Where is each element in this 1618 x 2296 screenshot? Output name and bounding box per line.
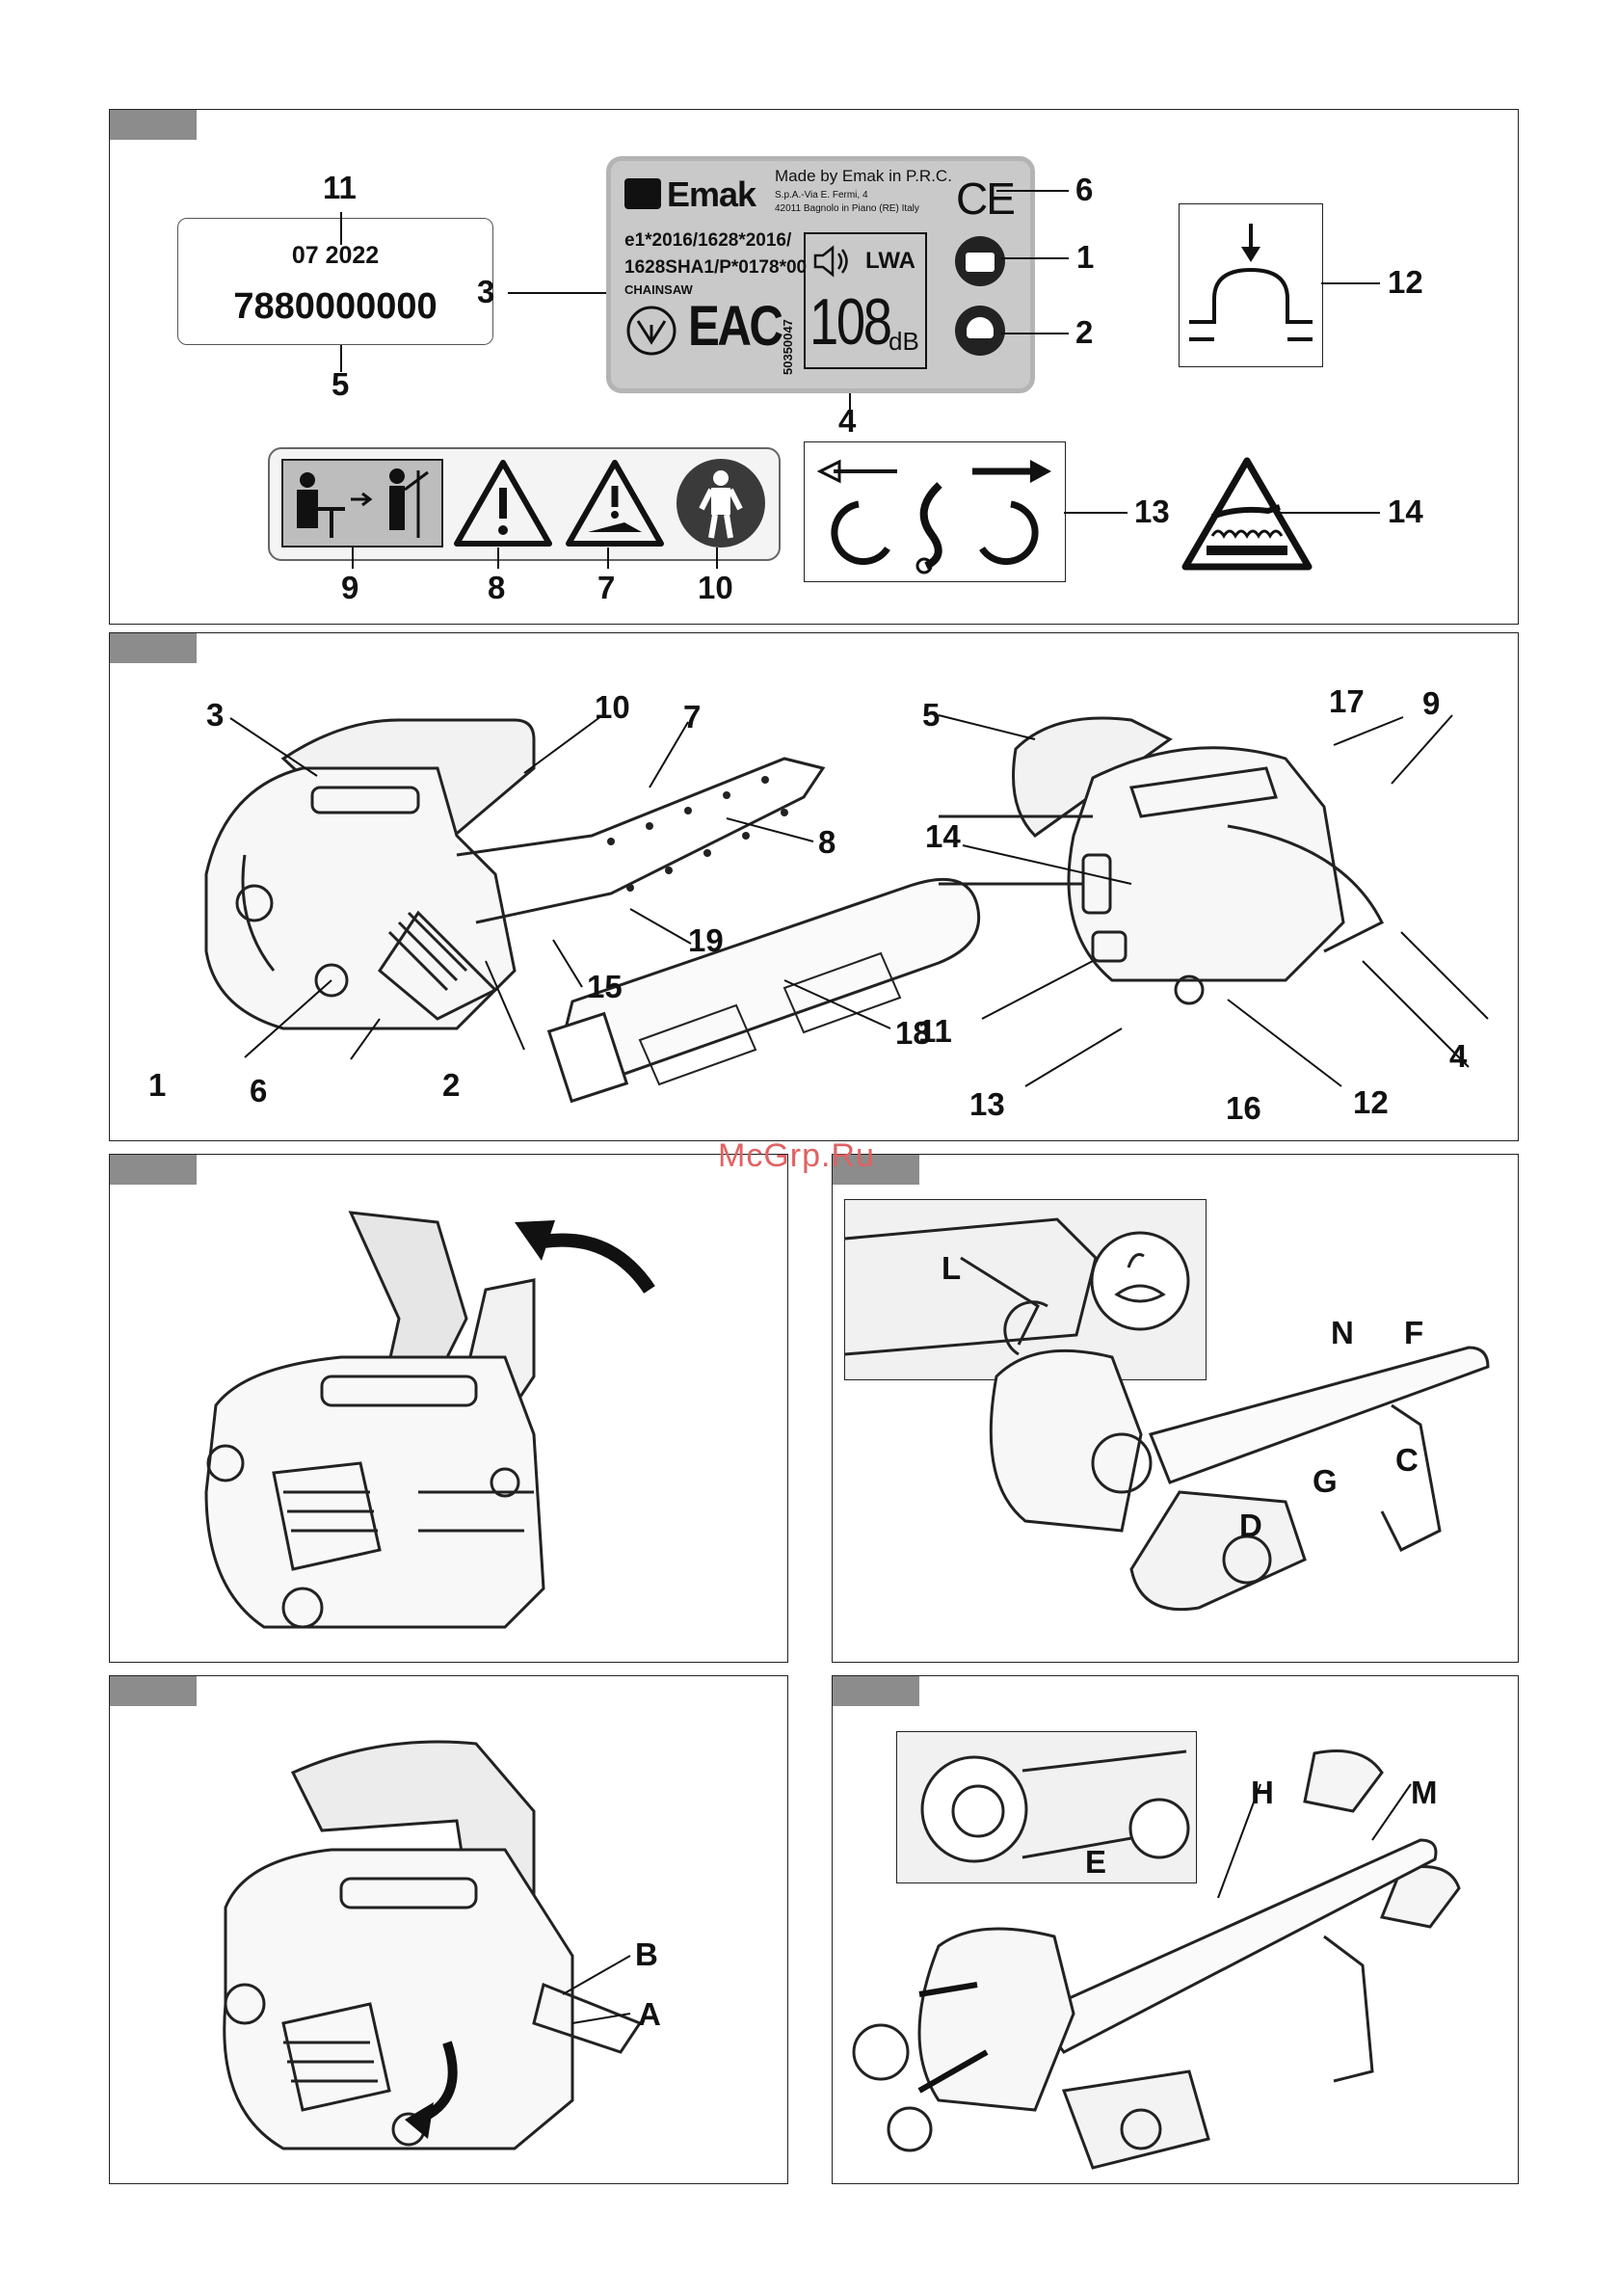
- letter-d: D: [1239, 1509, 1262, 1541]
- made-by-text: Made by Emak in P.R.C.: [775, 167, 952, 186]
- ukca-circle-icon: [624, 304, 678, 358]
- address-line-2: 42011 Bagnolo in Piano (RE) Italy: [775, 203, 919, 214]
- figure-5-tab: [110, 1676, 197, 1706]
- pictogram-strip: [268, 447, 781, 561]
- letter-e: E: [1085, 1846, 1106, 1878]
- chain-direction-icon: [805, 442, 1065, 581]
- eac-mark: EAC: [688, 294, 781, 359]
- watermark-text: McGrp.Ru: [718, 1137, 875, 1175]
- address-line-1: S.p.A.-Via E. Fermi, 4: [775, 190, 868, 200]
- callout-6: 6: [1075, 174, 1093, 205]
- emak-logo-icon: [624, 178, 661, 209]
- date-serial-label: 07 2022 7880000000: [177, 218, 493, 345]
- callout-2: 2: [1075, 316, 1093, 348]
- symbol-13-box: [804, 441, 1066, 582]
- helmet-icon: [955, 306, 1005, 356]
- figure-6-tab: [833, 1676, 919, 1706]
- letter-n: N: [1331, 1317, 1354, 1348]
- letter-m: M: [1411, 1776, 1438, 1808]
- chainsaw-right-view: [939, 691, 1478, 1057]
- db-unit: dB: [889, 327, 919, 357]
- callout-15: 15: [587, 971, 623, 1002]
- approval-line-2: 1628SHA1/P*0178*00: [624, 257, 807, 279]
- rating-plate: Emak Made by Emak in P.R.C. S.p.A.-Via E…: [606, 156, 1035, 393]
- callout-14: 14: [1388, 495, 1423, 527]
- callout-6: 6: [250, 1075, 267, 1107]
- letter-c: C: [1395, 1444, 1419, 1476]
- callout-4: 4: [838, 405, 856, 437]
- figure-5-panel: B A: [109, 1675, 788, 2184]
- callout-10: 10: [698, 572, 733, 603]
- letter-g: G: [1313, 1465, 1338, 1497]
- warning-triangle-icon: [453, 459, 553, 547]
- callout-1: 1: [148, 1069, 166, 1101]
- brand-text: Emak: [667, 174, 756, 215]
- speaker-icon: [811, 242, 854, 280]
- hot-surface-warning-icon: [1180, 455, 1314, 573]
- figure-3-panel: [109, 1154, 788, 1663]
- read-manual-icon: [955, 236, 1005, 286]
- callout-10: 10: [595, 691, 630, 723]
- callout-8: 8: [818, 826, 836, 858]
- figure-6-panel: H M E: [832, 1675, 1519, 2184]
- kickback-warning-icon: [565, 459, 665, 547]
- callout-19: 19: [688, 924, 724, 956]
- date-text: 07 2022: [178, 242, 492, 270]
- chain-brake-illustration: [187, 1184, 727, 1646]
- serial-text: 7880000000: [178, 286, 492, 328]
- symbol-12-box: [1179, 203, 1323, 367]
- callout-11: 11: [323, 172, 357, 203]
- callout-7: 7: [597, 572, 615, 603]
- noise-box: LWA 108 dB: [804, 232, 927, 369]
- bar-chain-assembly: [977, 1319, 1517, 1656]
- protective-clothing-icon: [676, 459, 765, 547]
- manual-instruction-pictogram: [281, 459, 443, 547]
- figure-2-tab: [110, 633, 197, 663]
- callout-1: 1: [1076, 241, 1094, 273]
- callout-7: 7: [683, 701, 701, 733]
- letter-f: F: [1404, 1317, 1423, 1348]
- figure-1-tab: [110, 110, 197, 140]
- ce-mark: CE: [956, 173, 1014, 225]
- callout-13: 13: [969, 1088, 1005, 1120]
- approval-line-1: e1*2016/1628*2016/: [624, 230, 791, 252]
- callout-11: 11: [918, 1015, 952, 1047]
- figure-3-tab: [110, 1155, 197, 1185]
- down-arrow-icon: [1180, 204, 1322, 366]
- callout-8: 8: [488, 572, 505, 603]
- code-text: 50350047: [781, 319, 795, 375]
- callout-13: 13: [1134, 495, 1170, 527]
- db-value: 108: [809, 284, 890, 360]
- callout-17: 17: [1329, 685, 1365, 717]
- letter-h: H: [1251, 1776, 1274, 1808]
- callout-12: 12: [1353, 1086, 1389, 1118]
- callout-3: 3: [206, 699, 224, 731]
- callout-2: 2: [442, 1069, 460, 1101]
- figure-4-panel: L N F G C D: [832, 1154, 1519, 1663]
- callout-5: 5: [922, 699, 940, 731]
- figure-1-panel: 07 2022 7880000000 Emak Made by Emak in …: [109, 109, 1519, 625]
- callout-5: 5: [332, 368, 349, 400]
- callout-4: 4: [1449, 1040, 1467, 1072]
- lwa-text: LWA: [865, 248, 915, 275]
- letter-l: L: [942, 1252, 961, 1284]
- callout-12: 12: [1388, 266, 1423, 298]
- callout-16: 16: [1226, 1092, 1261, 1124]
- sprocket-cover-illustration: [187, 1715, 746, 2168]
- letter-b: B: [635, 1938, 658, 1970]
- product-text: CHAINSAW: [624, 282, 693, 297]
- letter-a: A: [638, 1998, 661, 2030]
- callout-14: 14: [925, 820, 961, 852]
- callout-3: 3: [477, 276, 494, 307]
- callout-9: 9: [1422, 687, 1440, 719]
- callout-9: 9: [341, 572, 358, 603]
- figure-2-panel: 3 10 7 8 19 15 18 1 6 2 5 17 9 14 11 13 …: [109, 632, 1519, 1141]
